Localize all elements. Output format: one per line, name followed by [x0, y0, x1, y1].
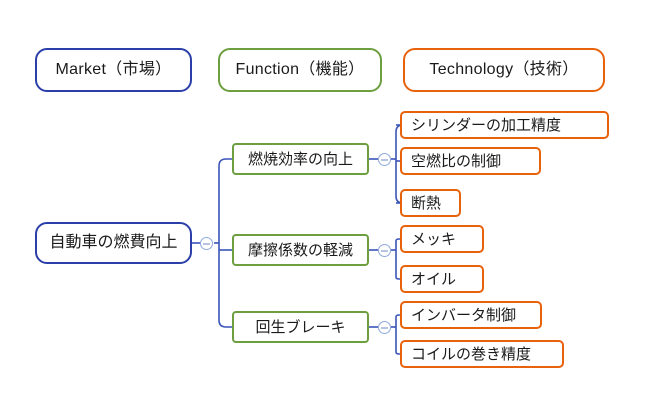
node-function-friction-label: 摩擦係数の軽減	[247, 241, 353, 259]
toggle-friction-collapse-icon[interactable]	[378, 244, 391, 257]
node-technology-oil[interactable]: オイル	[400, 265, 484, 293]
node-technology-coil[interactable]: コイルの巻き精度	[400, 340, 564, 368]
node-technology-insulation-label: 断熱	[411, 194, 442, 212]
node-technology-cylinder[interactable]: シリンダーの加工精度	[400, 111, 609, 139]
node-function-regen[interactable]: 回生ブレーキ	[232, 311, 369, 343]
node-technology-cylinder-label: シリンダーの加工精度	[411, 116, 562, 134]
node-function-combustion[interactable]: 燃焼効率の向上	[232, 143, 369, 175]
node-function-regen-label: 回生ブレーキ	[255, 318, 346, 336]
column-header-function[interactable]: Function（機能）	[218, 48, 382, 92]
column-header-market-label: Market（市場）	[55, 61, 172, 78]
node-technology-plating[interactable]: メッキ	[400, 225, 484, 253]
node-technology-coil-label: コイルの巻き精度	[411, 345, 532, 363]
node-function-combustion-label: 燃焼効率の向上	[247, 150, 353, 168]
node-technology-airfuel-label: 空燃比の制御	[411, 152, 502, 170]
node-function-friction[interactable]: 摩擦係数の軽減	[232, 234, 369, 266]
column-header-technology-label: Technology（技術）	[429, 61, 579, 78]
node-technology-airfuel[interactable]: 空燃比の制御	[400, 147, 541, 175]
toggle-combustion-collapse-icon[interactable]	[378, 153, 391, 166]
toggle-root-collapse-icon[interactable]	[200, 237, 213, 250]
toggle-regen-collapse-icon[interactable]	[378, 321, 391, 334]
node-technology-plating-label: メッキ	[411, 230, 457, 248]
node-root-market[interactable]: 自動車の燃費向上	[35, 222, 192, 264]
column-header-market[interactable]: Market（市場）	[35, 48, 192, 92]
node-technology-oil-label: オイル	[411, 270, 457, 288]
node-root-market-label: 自動車の燃費向上	[49, 234, 178, 251]
column-header-function-label: Function（機能）	[235, 61, 365, 78]
node-technology-inverter[interactable]: インバータ制御	[400, 301, 542, 329]
node-technology-inverter-label: インバータ制御	[411, 306, 517, 324]
node-technology-insulation[interactable]: 断熱	[400, 189, 461, 217]
column-header-technology[interactable]: Technology（技術）	[403, 48, 605, 92]
